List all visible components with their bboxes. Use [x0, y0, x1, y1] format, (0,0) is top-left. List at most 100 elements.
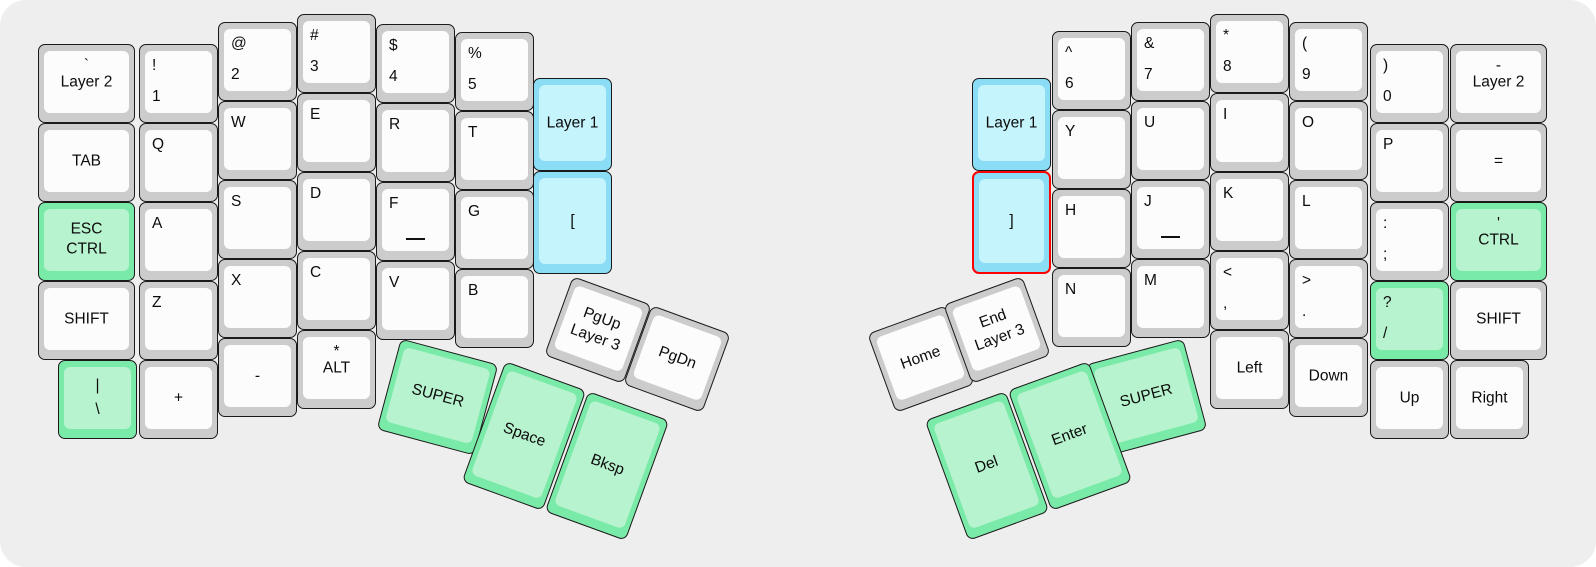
- key-r-slash[interactable]: ?/: [1370, 281, 1449, 360]
- key-l-a[interactable]: A: [139, 202, 218, 281]
- key-legend-top: Q: [152, 136, 165, 153]
- key-legend-top: *: [333, 343, 340, 360]
- key-r-down[interactable]: Down: [1289, 338, 1368, 417]
- key-l-b[interactable]: B: [455, 269, 534, 348]
- key-r-semicolon[interactable]: :;: [1370, 202, 1449, 281]
- key-legend-main: Bksp: [588, 450, 627, 479]
- keycap-surface: X: [224, 266, 291, 328]
- keycap-surface: [: [539, 178, 606, 264]
- keycap-surface: SHIFT: [1456, 288, 1541, 350]
- keycap-surface: 'CTRL: [1456, 209, 1541, 271]
- key-r-i[interactable]: I: [1210, 93, 1289, 172]
- key-r-equals[interactable]: =: [1450, 123, 1547, 202]
- key-l-alt[interactable]: *ALT: [297, 330, 376, 409]
- key-r-u[interactable]: U: [1131, 101, 1210, 180]
- keycap-surface: TAB: [44, 130, 129, 192]
- key-r-h[interactable]: H: [1052, 189, 1131, 268]
- key-l-r[interactable]: R: [376, 103, 455, 182]
- key-r-comma[interactable]: <,: [1210, 251, 1289, 330]
- key-r-up[interactable]: Up: [1370, 360, 1449, 439]
- key-r-rbracket[interactable]: ]: [972, 171, 1051, 274]
- key-l-v[interactable]: V: [376, 261, 455, 340]
- key-l-w[interactable]: W: [218, 101, 297, 180]
- key-legend-main: Layer 1: [546, 114, 599, 132]
- key-r-0[interactable]: )0: [1370, 44, 1449, 123]
- keycap-surface: L: [1295, 187, 1362, 249]
- key-l-c[interactable]: C: [297, 251, 376, 330]
- keycap-surface: Y: [1058, 117, 1125, 179]
- key-legend-main: Left: [1236, 359, 1263, 377]
- key-l-d[interactable]: D: [297, 172, 376, 251]
- key-legend-stacked: |\: [64, 374, 131, 422]
- key-legend-top: >: [1302, 272, 1312, 289]
- key-r-layer1[interactable]: Layer 1: [972, 78, 1051, 171]
- key-l-layer1[interactable]: Layer 1: [533, 78, 612, 171]
- key-l-minus[interactable]: -: [218, 338, 297, 417]
- key-r-left[interactable]: Left: [1210, 330, 1289, 409]
- key-l-s[interactable]: S: [218, 180, 297, 259]
- keycap-surface: !1: [145, 51, 212, 113]
- keycap-surface: ]: [979, 179, 1044, 263]
- key-r-right[interactable]: Right: [1450, 360, 1529, 439]
- key-r-n[interactable]: N: [1052, 268, 1131, 347]
- key-r-o[interactable]: O: [1289, 101, 1368, 180]
- key-r-p[interactable]: P: [1370, 123, 1449, 202]
- key-r-m[interactable]: M: [1131, 259, 1210, 338]
- key-r-y[interactable]: Y: [1052, 110, 1131, 189]
- key-l-plus[interactable]: +: [139, 360, 218, 439]
- key-r-9[interactable]: (9: [1289, 22, 1368, 101]
- key-r-6[interactable]: ^6: [1052, 31, 1131, 110]
- key-r-l[interactable]: L: [1289, 180, 1368, 259]
- key-l-lbracket[interactable]: [: [533, 171, 612, 274]
- key-r-7[interactable]: &7: [1131, 22, 1210, 101]
- key-legend-top: O: [1302, 114, 1315, 131]
- key-l-shift[interactable]: SHIFT: [38, 281, 135, 360]
- key-legend-main: Layer 1: [985, 114, 1038, 132]
- keycap-surface: SUPER: [384, 346, 491, 445]
- key-r-k[interactable]: K: [1210, 172, 1289, 251]
- keycap-surface: R: [382, 110, 449, 172]
- key-legend-top: S: [231, 193, 242, 210]
- keycap-surface: F: [382, 189, 449, 251]
- key-r-period[interactable]: >.: [1289, 259, 1368, 338]
- keycap-surface: Down: [1295, 345, 1362, 407]
- key-l-2[interactable]: @2: [218, 22, 297, 101]
- key-l-q[interactable]: Q: [139, 123, 218, 202]
- key-r-layer2[interactable]: -Layer 2: [1450, 44, 1547, 123]
- keycap-surface: &7: [1137, 29, 1204, 91]
- key-r-j[interactable]: J: [1131, 180, 1210, 259]
- key-r-shift[interactable]: SHIFT: [1450, 281, 1547, 360]
- key-legend-main: -: [254, 367, 261, 385]
- keycap-surface: O: [1295, 108, 1362, 170]
- key-legend-top: J: [1144, 193, 1152, 210]
- key-l-4[interactable]: $4: [376, 24, 455, 103]
- key-legend-main: 8: [1223, 57, 1232, 75]
- key-r-8[interactable]: *8: [1210, 14, 1289, 93]
- key-legend-top: C: [310, 264, 322, 281]
- homing-bar-icon: [406, 237, 425, 240]
- keycap-surface: Q: [145, 130, 212, 192]
- keycap-surface: -Layer 2: [1456, 51, 1541, 113]
- key-legend-main: Layer 2: [1472, 73, 1525, 91]
- keycap-surface: A: [145, 209, 212, 271]
- keycap-surface: )0: [1376, 51, 1443, 113]
- key-l-tab[interactable]: TAB: [38, 123, 135, 202]
- key-l-e[interactable]: E: [297, 93, 376, 172]
- key-l-5[interactable]: %5: [455, 32, 534, 111]
- key-l-f[interactable]: F: [376, 182, 455, 261]
- key-l-3[interactable]: #3: [297, 14, 376, 93]
- key-l-g[interactable]: G: [455, 190, 534, 269]
- key-l-layer2[interactable]: `Layer 2: [38, 44, 135, 123]
- key-l-1[interactable]: !1: [139, 44, 218, 123]
- key-l-z[interactable]: Z: [139, 281, 218, 360]
- key-legend-main: 3: [310, 57, 319, 75]
- key-l-t[interactable]: T: [455, 111, 534, 190]
- key-l-pipe[interactable]: |\: [58, 360, 137, 439]
- key-r-ctrl[interactable]: 'CTRL: [1450, 202, 1547, 281]
- key-l-x[interactable]: X: [218, 259, 297, 338]
- keycap-surface: Layer 1: [978, 85, 1045, 161]
